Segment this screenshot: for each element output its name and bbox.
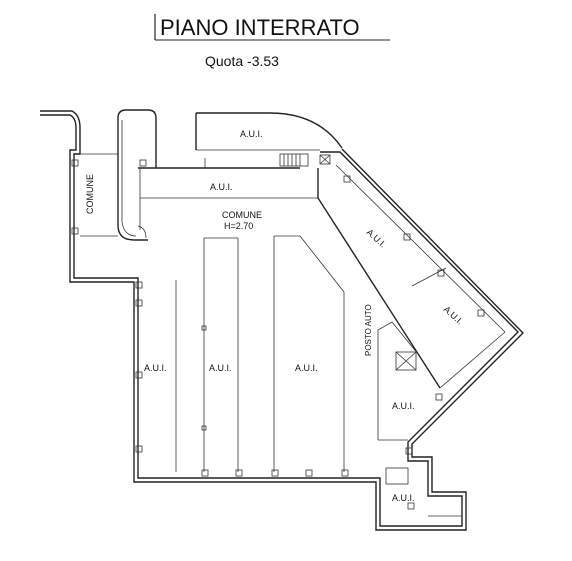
plan-subtitle: Quota -3.53 bbox=[205, 53, 279, 69]
label-posto-auto: POSTO AUTO bbox=[364, 304, 373, 356]
plan-title: PIANO INTERRATO bbox=[160, 15, 360, 40]
label-aui-bottom: A.U.I. bbox=[392, 493, 415, 503]
label-aui-diag-lower: A.U.I. bbox=[442, 304, 465, 326]
label-height-center: H=2.70 bbox=[224, 221, 253, 231]
label-comune-center: COMUNE bbox=[222, 210, 262, 220]
label-comune-left: COMUNE bbox=[85, 174, 95, 214]
label-aui-bay-3: A.U.I. bbox=[295, 363, 318, 373]
label-aui-right: A.U.I. bbox=[392, 401, 415, 411]
structural-columns bbox=[71, 159, 485, 510]
label-aui-diag-upper: A.U.I. bbox=[365, 227, 388, 249]
label-aui-bay-1: A.U.I. bbox=[144, 363, 167, 373]
label-aui-strip: A.U.I. bbox=[210, 182, 233, 192]
label-aui-bay-2: A.U.I. bbox=[209, 363, 232, 373]
interior-partitions bbox=[80, 153, 506, 517]
label-aui-top: A.U.I. bbox=[240, 129, 263, 139]
perimeter-walls bbox=[40, 109, 524, 531]
